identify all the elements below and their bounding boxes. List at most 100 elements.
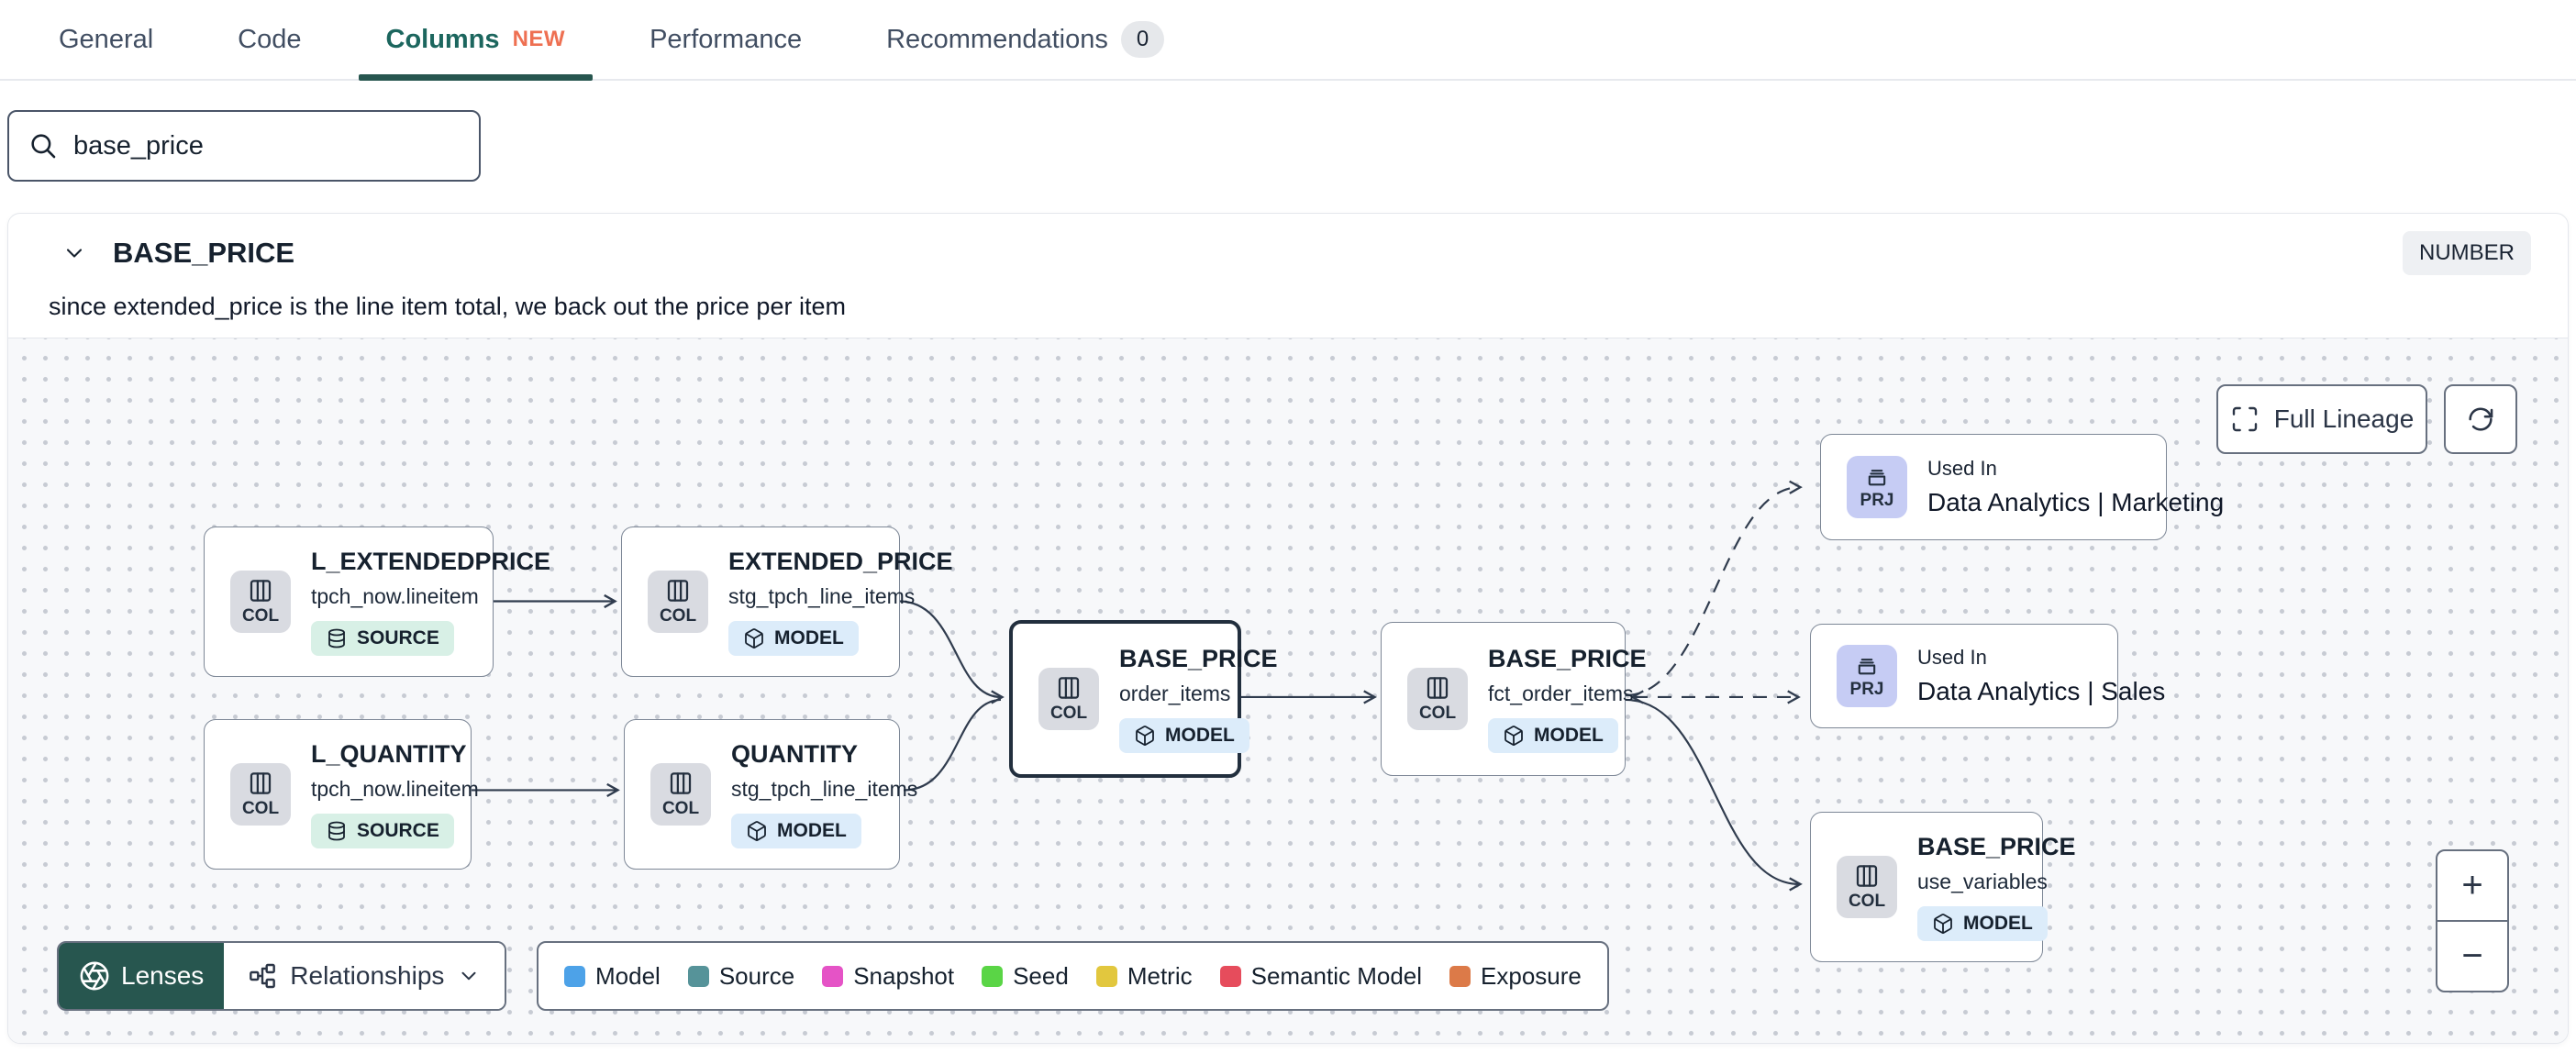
column-type-badge: NUMBER [2402, 231, 2531, 275]
column-card-header[interactable]: BASE_PRICE NUMBER [8, 214, 2568, 293]
lineage-node-base-price-fct-order-items[interactable]: COL BASE_PRICE fct_order_items MODEL [1381, 622, 1647, 776]
node-body: BASE_PRICE order_items MODEL [1119, 645, 1278, 753]
project-stack-icon [1858, 659, 1876, 675]
resource-badge-model: MODEL [1119, 718, 1249, 753]
columns-icon [1856, 865, 1878, 887]
search-input[interactable] [73, 130, 461, 161]
database-icon [328, 821, 345, 841]
col-kind-badge: COL [650, 763, 711, 826]
legend-label: Exposure [1481, 961, 1582, 990]
legend-swatch [982, 965, 1004, 987]
used-in-name: Data Analytics | Sales [1917, 677, 2166, 705]
col-kind-badge: COL [648, 571, 708, 633]
prj-kind-badge: PRJ [1837, 645, 1897, 707]
tab-label: Code [238, 24, 302, 54]
legend-item: Seed [982, 962, 1069, 991]
kind-label: COL [661, 799, 700, 818]
legend-item: Semantic Model [1219, 962, 1422, 991]
lineage-canvas[interactable]: Full Lineage COL L_EXTENDEDPRICE tpch_no… [8, 338, 2568, 1043]
lens-relationship-group: Lenses Relationships [57, 941, 507, 1011]
tab-code[interactable]: Code [238, 0, 301, 79]
col-kind-badge: COL [230, 571, 291, 633]
chevron-down-icon[interactable] [61, 240, 87, 266]
zoom-in-button[interactable]: + [2437, 851, 2507, 922]
resource-badge-source: SOURCE [311, 621, 454, 656]
column-name: BASE_PRICE [113, 237, 295, 269]
legend-item: Model [564, 962, 661, 991]
search-icon [31, 134, 56, 159]
legend-label: Source [718, 961, 795, 990]
lineage-node-quantity[interactable]: COL QUANTITY stg_tpch_line_items MODEL [624, 719, 917, 870]
hierarchy-icon [250, 963, 276, 989]
lineage-edges [471, 480, 1803, 892]
node-title: L_EXTENDEDPRICE [311, 548, 551, 575]
full-lineage-button[interactable]: Full Lineage [2216, 384, 2427, 454]
relationships-dropdown[interactable]: Relationships [224, 943, 505, 1009]
refresh-button[interactable] [2444, 384, 2517, 454]
database-icon [328, 628, 345, 648]
tab-label: Columns [385, 24, 500, 54]
project-stack-icon [1868, 470, 1886, 486]
chevron-down-icon [461, 971, 476, 981]
used-in-label: Used In [1927, 457, 1997, 480]
relationships-label: Relationships [290, 961, 445, 990]
tab-general[interactable]: General [59, 0, 153, 79]
resource-badge-label: SOURCE [357, 627, 439, 648]
node-subtitle: stg_tpch_line_items [731, 777, 918, 801]
tab-label: Recommendations [886, 24, 1108, 54]
lineage-node-l-extendedprice[interactable]: COL L_EXTENDEDPRICE tpch_now.lineitem SO… [204, 526, 550, 677]
tab-performance[interactable]: Performance [650, 0, 802, 79]
resource-badge-model: MODEL [728, 621, 859, 656]
zoom-controls: + − [2436, 849, 2509, 992]
resource-badge-label: SOURCE [357, 820, 439, 841]
cube-icon [1934, 914, 1952, 934]
legend-item: Snapshot [822, 962, 954, 991]
lineage-node-base-price-use-variables[interactable]: COL BASE_PRICE use_variables MODEL [1810, 812, 2076, 962]
kind-label: COL [1049, 704, 1088, 723]
aperture-icon [80, 961, 109, 991]
column-card: BASE_PRICE NUMBER since extended_price i… [7, 213, 2569, 1044]
zoom-out-button[interactable]: − [2461, 936, 2483, 976]
resource-badge-label: MODEL [1165, 725, 1235, 746]
lenses-button[interactable]: Lenses [59, 943, 225, 1009]
col-kind-badge: COL [1837, 856, 1897, 918]
resource-badge-model: MODEL [1488, 718, 1618, 753]
column-search[interactable] [7, 110, 481, 182]
node-title: EXTENDED_PRICE [728, 548, 953, 575]
tab-recommendations[interactable]: Recommendations 0 [886, 0, 1165, 79]
node-body: Used In Data Analytics | Sales [1917, 646, 2165, 706]
resource-badge-label: MODEL [777, 820, 847, 841]
node-subtitle: tpch_now.lineitem [311, 584, 479, 608]
lineage-node-used-in-marketing[interactable]: PRJ Used In Data Analytics | Marketing [1820, 434, 2224, 540]
legend-swatch [687, 965, 709, 987]
node-body: BASE_PRICE fct_order_items MODEL [1488, 645, 1647, 753]
used-in-name: Data Analytics | Marketing [1927, 488, 2225, 516]
cube-icon [748, 821, 766, 841]
col-kind-badge: COL [1038, 668, 1099, 730]
legend-item: Source [687, 961, 795, 991]
lineage-node-base-price-order-items[interactable]: COL BASE_PRICE order_items MODEL [1009, 620, 1278, 778]
node-subtitle: order_items [1119, 682, 1231, 705]
legend-label: Snapshot [853, 961, 955, 990]
lineage-node-extended-price[interactable]: COL EXTENDED_PRICE stg_tpch_line_items M… [621, 526, 953, 677]
new-badge: NEW [512, 27, 566, 51]
legend-label: Metric [1127, 961, 1193, 990]
resource-badge-label: MODEL [1963, 913, 2033, 934]
kind-label: COL [1848, 892, 1886, 911]
lineage-node-l-quantity[interactable]: COL L_QUANTITY tpch_now.lineitem SOURCE [204, 719, 479, 870]
resource-badge-source: SOURCE [311, 814, 454, 848]
tab-columns[interactable]: Columns NEW [358, 0, 593, 81]
cube-icon [1136, 726, 1154, 746]
node-body: L_QUANTITY tpch_now.lineitem SOURCE [311, 740, 479, 848]
node-body: Used In Data Analytics | Marketing [1927, 457, 2224, 517]
kind-label: COL [659, 606, 697, 626]
lineage-node-used-in-sales[interactable]: PRJ Used In Data Analytics | Sales [1810, 624, 2165, 728]
used-in-label: Used In [1917, 646, 1987, 669]
legend-swatch [822, 965, 844, 987]
node-title: L_QUANTITY [311, 740, 467, 768]
kind-label: PRJ [1849, 680, 1884, 699]
resource-badge-model: MODEL [1917, 906, 2048, 941]
node-subtitle: fct_order_items [1488, 682, 1634, 705]
search-row [0, 81, 2576, 182]
columns-icon [250, 772, 272, 794]
